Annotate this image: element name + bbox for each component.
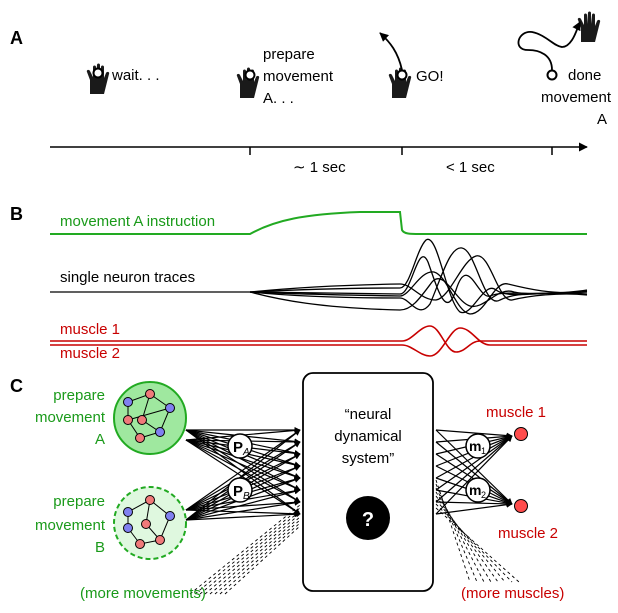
muscle-2-trace (50, 327, 587, 357)
label-prepare-a-1: prepare (53, 387, 105, 404)
m1-node (465, 433, 491, 459)
panel-label-c: C (10, 376, 23, 396)
label-done-2: movement (541, 89, 612, 106)
more-movements-connection (214, 519, 301, 595)
label-done-3: A (597, 111, 607, 128)
label-neurons: single neuron traces (60, 269, 195, 286)
input-connection-line (185, 429, 301, 511)
hand-icon (577, 11, 601, 42)
c-muscle-1-label: muscle 1 (486, 404, 546, 421)
system-label-1: “neural (345, 406, 392, 423)
output-connection-line (435, 429, 513, 439)
label-prepare-a-2: movement (35, 409, 106, 426)
more-movements-connection (199, 510, 301, 595)
cursor-circle-icon (396, 69, 408, 81)
neural-system-box (302, 372, 434, 592)
m1-sub: 1 (481, 446, 486, 456)
network-b-nodes (123, 495, 175, 549)
c-muscle-2-label: muscle 2 (498, 525, 558, 542)
label-muscle-1: muscle 1 (60, 321, 120, 338)
p-b-label: P (233, 483, 243, 500)
input-connection-line (185, 429, 301, 521)
p-b-sub: B (243, 491, 250, 502)
panel-label-b: B (10, 204, 23, 224)
question-circle (346, 496, 390, 540)
label-prepare-a-3: A (95, 431, 105, 448)
output-connection-line (435, 435, 513, 515)
p-a-sub: A (242, 447, 250, 458)
system-label-2: dynamical (334, 428, 402, 445)
label-prepare-3: A. . . (263, 90, 294, 107)
p-a-node (227, 433, 253, 459)
m2-label: m (469, 482, 481, 498)
input-connection-line (185, 439, 301, 480)
label-wait: wait. . . (111, 67, 160, 84)
label-instruction: movement A instruction (60, 213, 215, 230)
label-done-1: done (568, 67, 601, 84)
output-connection-line (435, 435, 513, 503)
p-b-node (227, 477, 253, 503)
more-muscles-connection (435, 503, 513, 583)
input-connection-line (185, 439, 301, 503)
more-movements-connection (204, 513, 301, 595)
output-connection-line (435, 500, 513, 507)
m1-label: m (469, 438, 481, 454)
cursor-circle-icon (244, 69, 256, 81)
movement-arrow-icon (379, 32, 403, 71)
interval-1-label: ∼ 1 sec (293, 159, 346, 176)
more-muscles-connection (435, 507, 520, 583)
movement-trajectory-icon (517, 21, 581, 71)
label-muscle-2: muscle 2 (60, 345, 120, 362)
muscle-1-trace (50, 325, 587, 353)
more-movements-connection (194, 507, 301, 595)
label-prepare-b-1: prepare (53, 493, 105, 510)
p-a-label: P (233, 439, 243, 456)
more-movements-label: (more movements) (80, 585, 206, 602)
more-movements-connection (224, 525, 301, 595)
label-prepare-b-3: B (95, 539, 105, 556)
cursor-circle-icon (546, 69, 558, 81)
output-connection-line (435, 441, 513, 505)
muscle-2-node (514, 499, 528, 513)
output-connection-line (435, 429, 513, 505)
more-movements-connection (219, 522, 301, 595)
input-connection-line (185, 488, 301, 521)
input-connection-line (185, 499, 301, 521)
more-muscles-label: (more muscles) (461, 585, 564, 602)
input-connection-line (185, 439, 301, 515)
muscle-1-node (514, 427, 528, 441)
input-connection-line (185, 441, 301, 511)
m2-sub: 2 (481, 490, 486, 500)
system-label-3: system” (342, 450, 395, 467)
m2-node (465, 477, 491, 503)
question-mark: ? (362, 509, 374, 531)
cursor-circle-icon (92, 67, 104, 79)
instruction-trace (50, 211, 587, 235)
output-connection-line (435, 435, 513, 491)
label-go: GO! (416, 68, 444, 85)
more-movements-connection (209, 516, 301, 595)
network-a-nodes (123, 389, 175, 443)
label-prepare-2: movement (263, 68, 334, 85)
output-connection-line (435, 501, 513, 515)
label-prepare-b-2: movement (35, 517, 106, 534)
neuron-traces (50, 238, 588, 315)
input-connection-line (185, 511, 301, 521)
input-connection-line (185, 439, 301, 491)
label-prepare-1: prepare (263, 46, 315, 63)
interval-2-label: < 1 sec (446, 159, 495, 176)
panel-label-a: A (10, 28, 23, 48)
